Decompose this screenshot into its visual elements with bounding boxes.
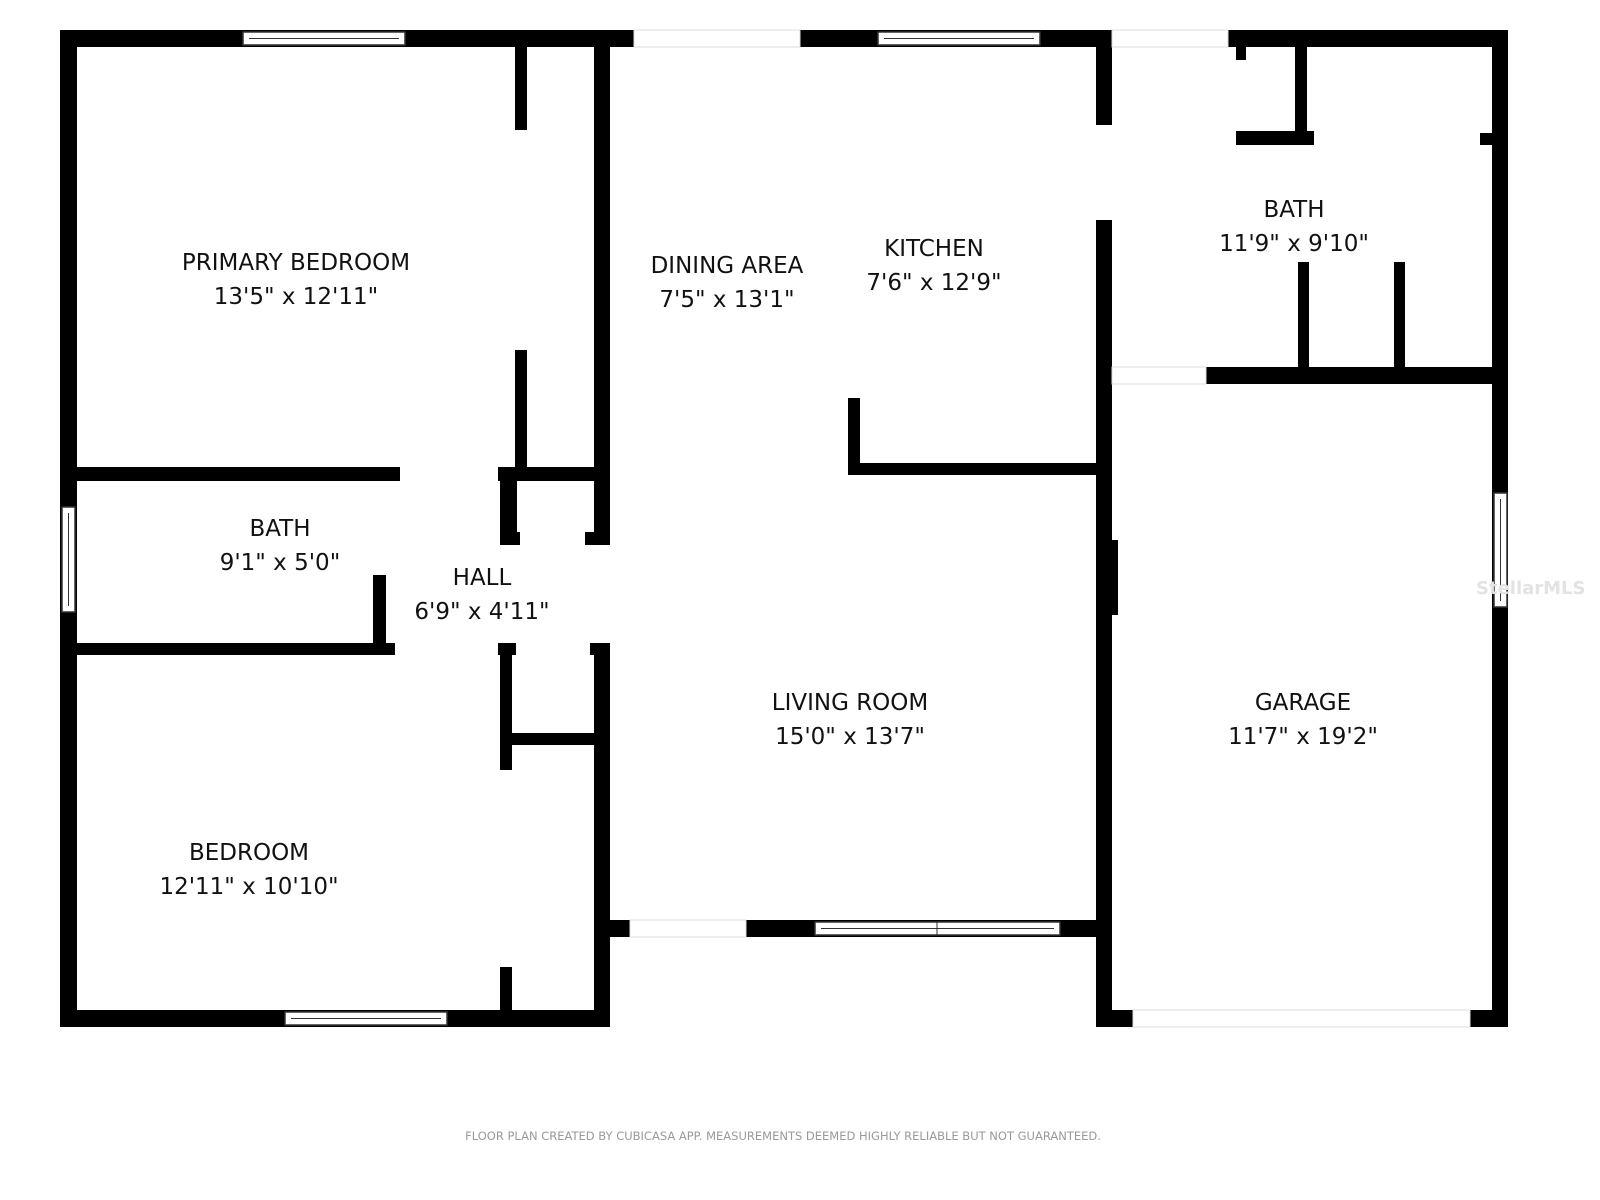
room-size: 12'11" x 10'10" bbox=[159, 874, 338, 900]
room-name: DINING AREA bbox=[651, 253, 804, 279]
room-size: 7'6" x 12'9" bbox=[866, 270, 1001, 296]
room-size: 11'9" x 9'10" bbox=[1219, 231, 1369, 257]
windows bbox=[61, 31, 1508, 1026]
room-name: BATH bbox=[1263, 197, 1324, 223]
room-labels: PRIMARY BEDROOM 13'5" x 12'11" DINING AR… bbox=[159, 197, 1377, 900]
room-size: 15'0" x 13'7" bbox=[775, 724, 925, 750]
openings bbox=[629, 29, 1471, 1028]
room-name: LIVING ROOM bbox=[772, 690, 929, 716]
footer-disclaimer: FLOOR PLAN CREATED BY CUBICASA APP. MEAS… bbox=[465, 1129, 1101, 1143]
room-name: BATH bbox=[249, 516, 310, 542]
room-size: 7'5" x 13'1" bbox=[659, 287, 794, 313]
watermark: StellarMLS bbox=[1476, 578, 1586, 599]
room-name: PRIMARY BEDROOM bbox=[182, 250, 410, 276]
room-size: 11'7" x 19'2" bbox=[1228, 724, 1378, 750]
room-size: 9'1" x 5'0" bbox=[220, 550, 341, 576]
room-name: HALL bbox=[453, 565, 512, 591]
room-size: 13'5" x 12'11" bbox=[214, 284, 378, 310]
room-name: BEDROOM bbox=[189, 840, 309, 866]
room-size: 6'9" x 4'11" bbox=[414, 599, 549, 625]
room-name: KITCHEN bbox=[884, 236, 984, 262]
room-name: GARAGE bbox=[1255, 690, 1351, 716]
